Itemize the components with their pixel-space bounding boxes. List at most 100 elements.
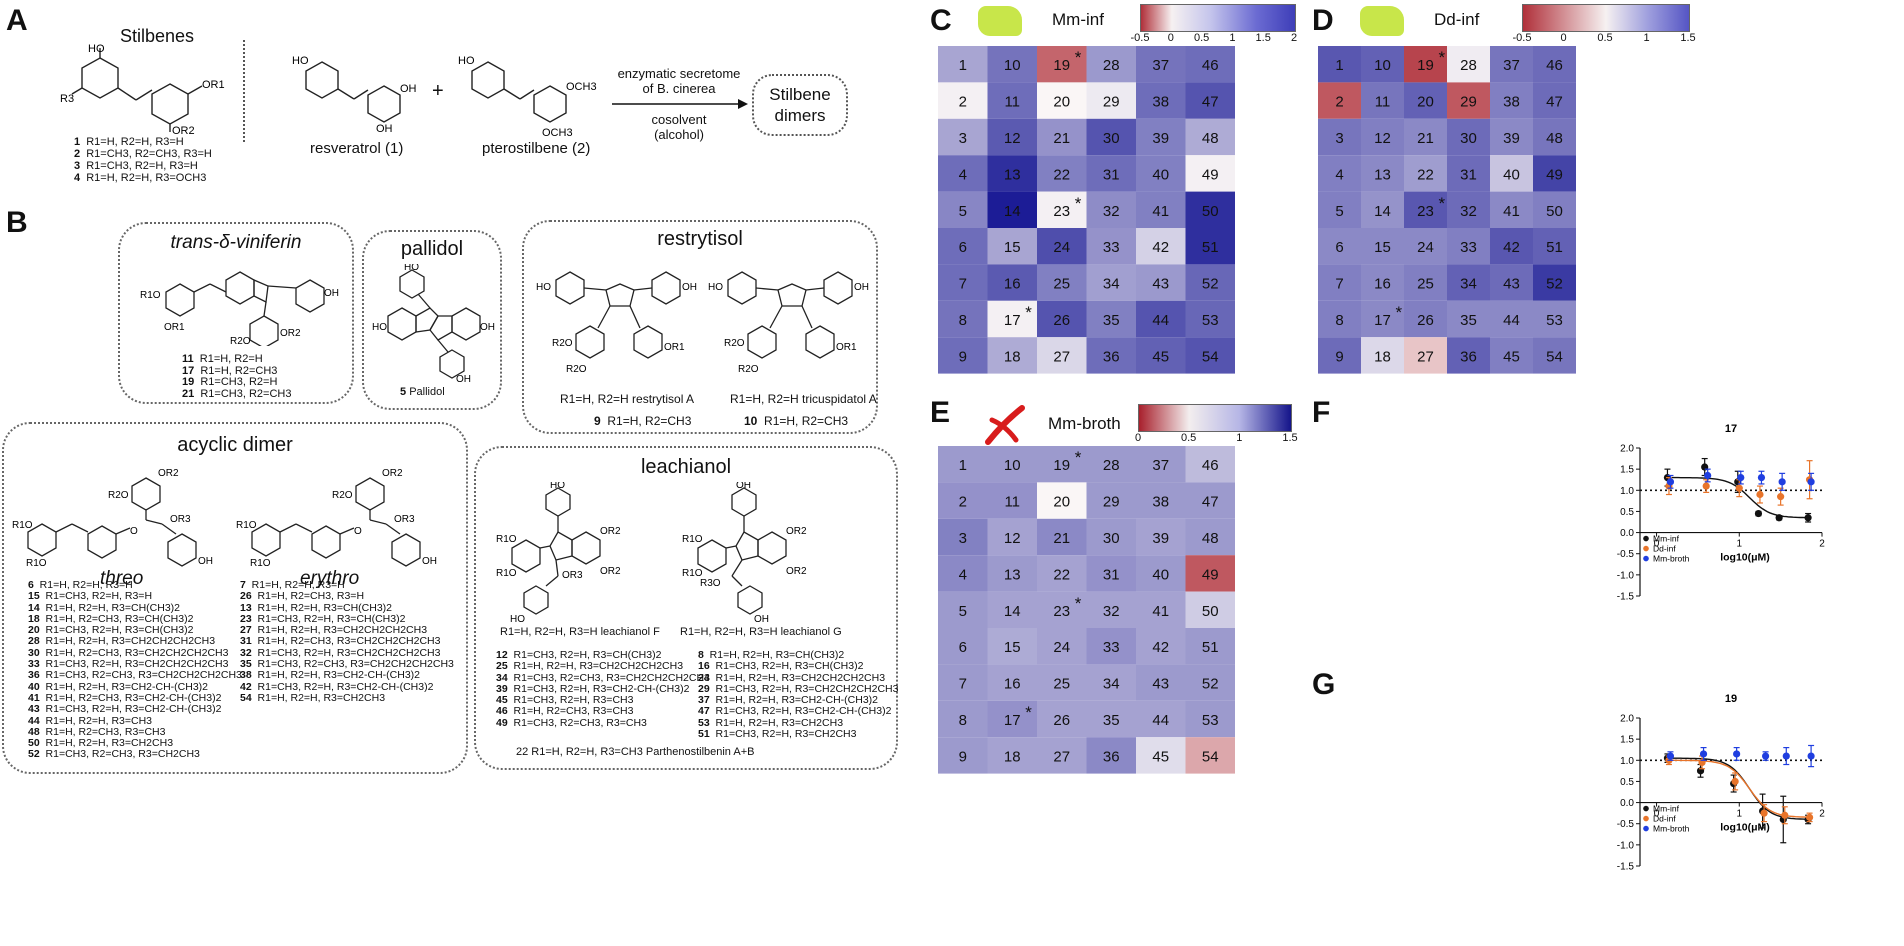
substituent-row: 34 R1=CH3, R2=CH3, R3=CH2CH2CH2CH3: [496, 672, 710, 684]
heatmap-cell: [1533, 264, 1576, 301]
substituent-row: 47 R1=CH3, R2=H, R3=CH2-CH-(CH3)2: [698, 706, 898, 717]
compound-number: 54: [240, 691, 252, 704]
compound-substituents: R1=H, R2=H, R3=CH2CH2CH2CH3: [39, 635, 216, 648]
svg-text:R1O: R1O: [496, 568, 517, 579]
svg-text:OH: OH: [400, 83, 417, 95]
heatmap-cell-label: 17: [1374, 312, 1391, 329]
heatmap-cell: [987, 46, 1037, 83]
substituent-row: 30 R1=H, R2=CH3, R3=CH2CH2CH2CH3: [28, 647, 242, 659]
heatmap-cell: [1185, 628, 1235, 665]
threo-label: threo: [100, 568, 144, 589]
heatmap-cell-label: 47: [1546, 94, 1563, 111]
compound-substituents: R1=CH3, R2=H, R3=H: [39, 590, 153, 603]
pallidol-name: Pallidol: [409, 386, 445, 398]
data-point: [1778, 478, 1786, 486]
svg-text:OR2: OR2: [280, 328, 301, 339]
heatmap-cell-label: 21: [1417, 130, 1434, 147]
compound-number: 16: [698, 660, 710, 673]
svg-text:R3O: R3O: [700, 578, 721, 589]
heatmap-cell: [938, 155, 988, 192]
data-point: [1804, 514, 1812, 522]
significance-star: *: [1075, 448, 1082, 467]
heatmap-cell-label: 3: [959, 530, 967, 547]
heatmap-cell: [938, 482, 988, 519]
heatmap-cell-label: 30: [1103, 530, 1120, 547]
reaction-condition-top: enzymatic secretome of B. cinerea: [614, 66, 744, 96]
heatmap-cell: [938, 118, 988, 156]
compound-number: 7: [240, 579, 246, 591]
heatmap-cell-label: 1: [959, 57, 967, 74]
heatmap-cell-label: 16: [1374, 276, 1391, 293]
y-tick-label: -1.0: [1617, 840, 1635, 851]
heatmap-cell-label: 42: [1152, 639, 1169, 656]
x-tick-label: 1: [1736, 809, 1742, 820]
pterostilbene-label: pterostilbene (2): [482, 140, 591, 157]
heatmap-cell-label: 7: [959, 276, 967, 293]
heatmap-cell-label: 35: [1460, 312, 1477, 329]
heatmap-cell: [1185, 337, 1235, 374]
heatmap-cell-label: 46: [1202, 57, 1219, 74]
heatmap-cell-label: 11: [1004, 494, 1020, 511]
compound-9-number: 9: [594, 414, 601, 428]
heatmap-cell-label: 24: [1053, 639, 1070, 656]
heatmap-cell: [1533, 300, 1576, 338]
colorbar-tick: 0.5: [1193, 32, 1210, 44]
y-tick-label: -0.5: [1617, 819, 1635, 830]
heatmap-cell-label: 22: [1053, 566, 1070, 583]
compound-number: 50: [28, 737, 40, 750]
svg-text:OR2: OR2: [600, 566, 621, 577]
heatmap-cell-label: 52: [1202, 276, 1219, 293]
data-point: [1704, 471, 1712, 480]
heatmap-cell-label: 5: [959, 203, 967, 220]
substituent-row: 6 R1=H, R2=H, R3=H: [28, 579, 242, 591]
heatmap-cell: [1086, 300, 1136, 338]
y-tick-label: -1.5: [1617, 862, 1635, 873]
heatmap-e-colorbar: [1138, 404, 1292, 432]
heatmap-cell: [1447, 155, 1490, 192]
heatmap-cell: [1136, 264, 1186, 301]
heatmap-cell: [1490, 264, 1533, 301]
heatmap-cell-label: 6: [959, 639, 967, 656]
reaction-condition-bottom: cosolvent (alcohol): [614, 112, 744, 142]
compound-number: 52: [28, 748, 40, 761]
compound-substituents: R1=H, R2=H, R3=CH2CH2CH2CH3: [507, 660, 684, 673]
panel-label-b: B: [6, 206, 28, 239]
x-tick-label: 2: [1819, 809, 1825, 820]
heatmap-cell-label: 54: [1202, 348, 1219, 365]
heatmap-cell: [1361, 337, 1404, 374]
heatmap-cell-label: 21: [1053, 530, 1070, 547]
heatmap-cell: [1086, 737, 1136, 774]
heatmap-cell-label: 42: [1503, 239, 1520, 256]
compound-substituents: R1=H, R2=CH3, R3=CH3: [39, 725, 166, 738]
heatmap-cell: [1404, 46, 1447, 83]
heatmap-cell-label: 53: [1202, 712, 1219, 729]
heatmap-cell-label: 23: [1053, 203, 1070, 220]
heatmap-cell-label: 32: [1103, 203, 1120, 220]
heatmap-cell: [1533, 228, 1576, 265]
substituent-row: 21 R1=CH3, R2=CH3: [182, 388, 291, 401]
heatmap-cell-label: 47: [1202, 94, 1219, 111]
heatmap-cell-label: 22: [1417, 166, 1434, 183]
data-point: [1737, 474, 1745, 482]
heatmap-cell: [1037, 82, 1087, 119]
heatmap-cell-label: 3: [959, 130, 967, 147]
heatmap-cell: [1404, 191, 1447, 228]
heatmap-cell: [1185, 664, 1235, 701]
substituent-row: 12 R1=CH3, R2=H, R3=CH(CH3)2: [496, 649, 710, 661]
legend-marker: [1643, 815, 1649, 822]
infected-cell-icon: [1360, 6, 1404, 36]
heatmap-cell: [1185, 446, 1235, 483]
heatmap-cell: [1185, 482, 1235, 519]
compound-number: 12: [496, 649, 508, 661]
legend-label: Mm-inf: [1653, 534, 1680, 544]
compound-number: 6: [28, 579, 34, 591]
compound-substituents: R1=CH3, R2=H, R3=CH(CH3)2: [39, 624, 194, 637]
heatmap-cell-label: 41: [1152, 603, 1169, 620]
heatmap-cell-label: 53: [1202, 312, 1219, 329]
compound-substituents: R1=CH3, R2=CH3, R3=CH3: [507, 716, 647, 729]
compound-9-caption: 9 R1=H, R2=CH3: [594, 414, 691, 428]
